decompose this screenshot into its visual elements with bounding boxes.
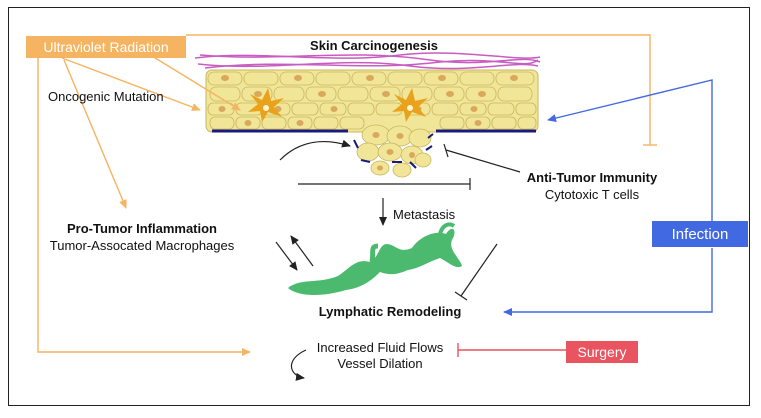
- pro-tumor-subtitle: Tumor-Assocated Macrophages: [49, 238, 235, 253]
- diagram-title: Skin Carcinogenesis: [310, 38, 438, 53]
- lymphatic-vessel-illustration: [288, 222, 462, 295]
- tumor-invasion: [356, 124, 432, 178]
- oncogenic-mutation-label: Oncogenic Mutation: [48, 89, 164, 104]
- surgery-label: Surgery: [577, 344, 627, 360]
- cell-rows: [207, 71, 537, 130]
- infection-label: Infection: [671, 225, 729, 243]
- uv-radiation-label: Ultraviolet Radiation: [43, 39, 169, 55]
- lymphatic-line2: Vessel Dilation: [337, 356, 423, 371]
- pro-tumor-title: Pro-Tumor Inflammation: [67, 221, 217, 236]
- uv-to-lymphatic: [37, 58, 251, 356]
- melanocyte-cells: [248, 88, 428, 122]
- skin-tissue-illustration: [194, 52, 541, 178]
- uv-to-oncogenic-mutation: [151, 55, 241, 111]
- metastasis-label: Metastasis: [393, 207, 456, 222]
- inflammation-to-tumor-arrow: [279, 139, 351, 161]
- uv-to-pro-tumor: [63, 59, 127, 209]
- anti-tumor-title: Anti-Tumor Immunity: [526, 170, 658, 185]
- lymphatic-line1: Increased Fluid Flows: [316, 340, 444, 355]
- anti-tumor-to-lymph-inhibit: [460, 243, 498, 297]
- lymph-feedback-loop: [290, 349, 307, 381]
- uv-arrows: [37, 34, 657, 356]
- infection-arrows: [503, 79, 713, 316]
- surgery-box: Surgery: [566, 341, 638, 363]
- surgery-inhibition: [457, 343, 566, 357]
- collagen-fibers: [194, 52, 541, 70]
- diagram-frame: [8, 7, 750, 406]
- infection-box: Infection: [652, 221, 748, 247]
- cell-nuclei: [218, 75, 518, 126]
- anti-tumor-inhibit-line: [445, 149, 521, 173]
- uv-radiation-box: Ultraviolet Radiation: [26, 36, 186, 58]
- uv-to-anti-tumor-inhibit: [186, 34, 651, 145]
- lymphatic-title: Lymphatic Remodeling: [318, 304, 462, 319]
- black-arrows: [275, 139, 521, 381]
- lymph-to-inflammation-arrow: [290, 235, 314, 267]
- broken-membrane-fragments: [353, 133, 434, 169]
- inflammation-to-lymph-arrow: [275, 241, 298, 271]
- anti-tumor-subtitle: Cytotoxic T cells: [544, 187, 640, 202]
- uv-oncogenic-branch: [61, 57, 201, 111]
